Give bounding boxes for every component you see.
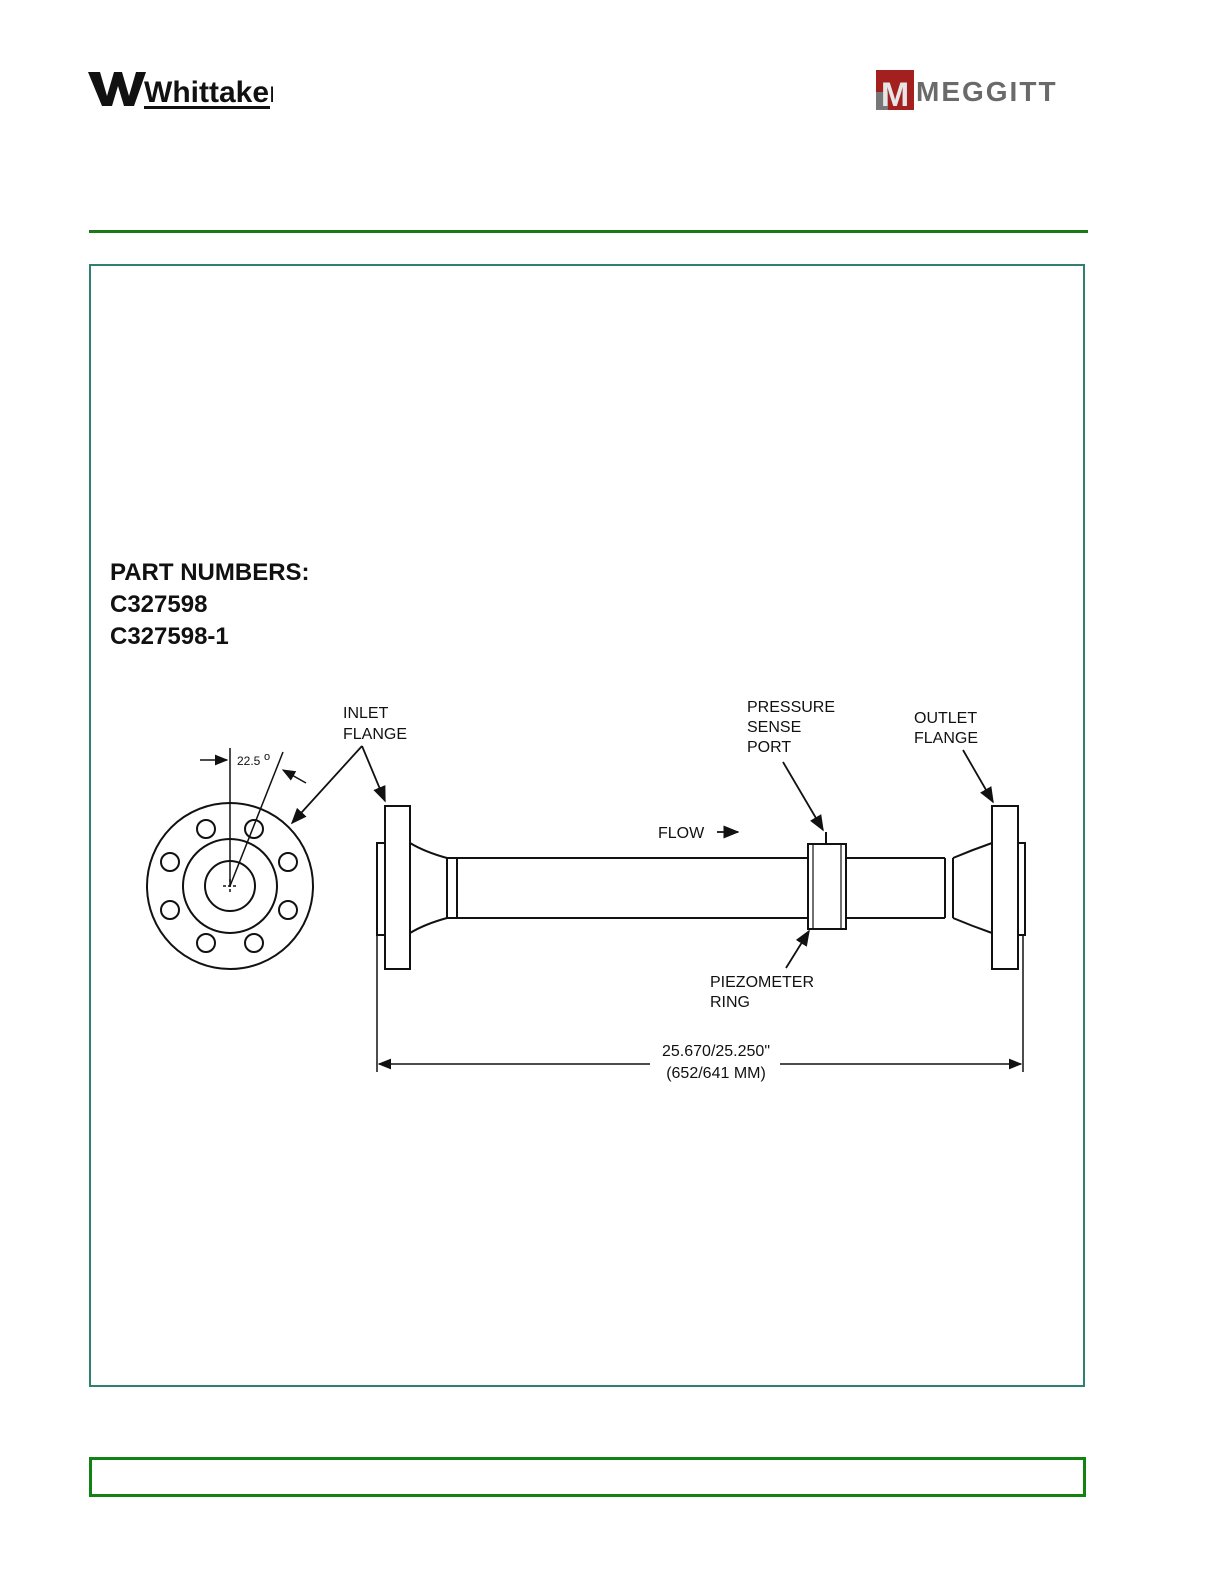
tube-body	[447, 858, 808, 918]
pressure-port-label-line1: PRESSURE	[747, 699, 835, 716]
angle-label: 22.5	[237, 754, 261, 768]
pressure-port-label-line2: SENSE	[747, 719, 801, 736]
inlet-flange-label-line2: FLANGE	[343, 726, 407, 743]
degree-mark: o	[264, 751, 270, 763]
inlet-flange-side	[377, 806, 447, 969]
inlet-flange-label-line1: INLET	[343, 705, 389, 722]
piezometer-label-line2: RING	[710, 994, 750, 1011]
pressure-port-label-line3: PORT	[747, 739, 791, 756]
length-dimension-inches: 25.670/25.250"	[662, 1043, 770, 1060]
outlet-flange-label-line2: FLANGE	[914, 730, 978, 747]
outlet-flange-side	[846, 806, 1025, 969]
footer-box	[89, 1457, 1086, 1497]
flow-label: FLOW	[658, 825, 705, 842]
piezometer-label-line1: PIEZOMETER	[710, 974, 814, 991]
outlet-flange-label-line1: OUTLET	[914, 710, 977, 727]
piezometer-ring	[808, 832, 846, 929]
length-dimension-mm: (652/641 MM)	[666, 1065, 766, 1082]
flange-end-view	[147, 748, 313, 969]
